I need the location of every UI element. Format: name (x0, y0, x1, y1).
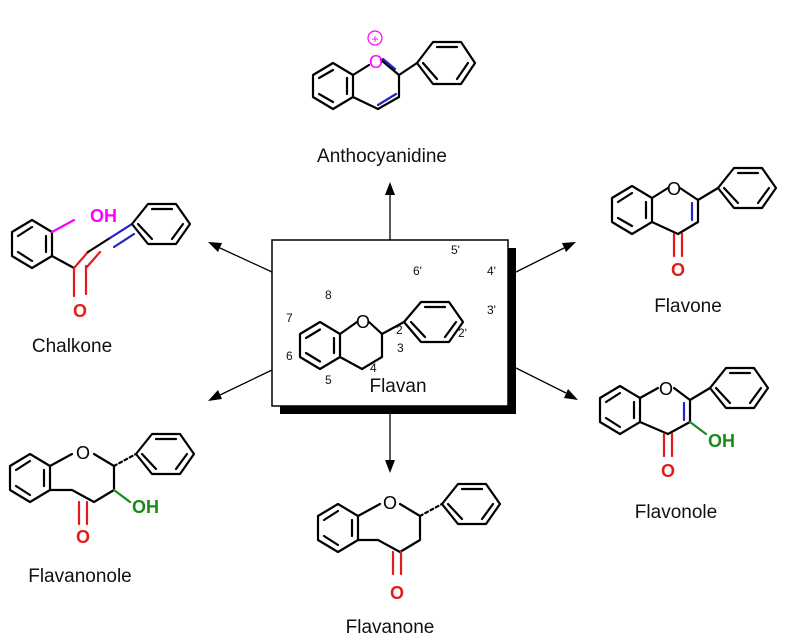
flavanone-carbonyl-oxygen: O (390, 583, 404, 603)
flavonole-structure: O OH O (598, 366, 770, 481)
arrow-to-chalkone (208, 242, 273, 273)
flavanone-structure: O O (316, 482, 502, 603)
flavonole-carbonyl-oxygen: O (661, 461, 675, 481)
anthocyanidine-label: Anthocyanidine (317, 146, 447, 167)
position-label: 8 (325, 288, 332, 302)
positive-charge: + (367, 30, 383, 46)
flavanonole-hydroxyl: OH (132, 497, 159, 517)
position-label: 2 (396, 323, 403, 337)
position-label: 4' (487, 264, 496, 278)
flavonole-hydroxyl: OH (708, 431, 735, 451)
flavanonole-label: Flavanonole (28, 566, 132, 587)
flavanonole-structure: O OH O (8, 432, 196, 547)
flavone-ring-oxygen: O (667, 179, 681, 199)
arrow-to-flavanonole (208, 369, 273, 401)
pyrylium-oxygen: O (369, 52, 383, 72)
chalkone-label: Chalkone (32, 336, 112, 357)
position-label: 3' (487, 303, 496, 317)
svg-text:+: + (371, 32, 378, 46)
arrow-to-flavonole (515, 367, 578, 400)
position-label: 3 (397, 341, 404, 355)
arrow-to-anthocyanidine (385, 182, 395, 240)
position-label: 2' (458, 326, 467, 340)
chalkone-carbonyl-oxygen: O (73, 301, 87, 321)
flavan-oxygen: O (356, 312, 370, 332)
flavonole-label: Flavonole (635, 502, 717, 523)
flavan-name: Flavan (369, 376, 426, 397)
position-label: 6' (413, 264, 422, 278)
flavone-label: Flavone (654, 296, 722, 317)
flavanonole-ring-oxygen: O (76, 443, 90, 463)
anthocyanidine-structure: O + (311, 30, 477, 111)
position-label: 6 (286, 349, 293, 363)
flavanone-label: Flavanone (346, 617, 435, 638)
arrows (208, 182, 578, 473)
position-label: 5' (451, 243, 460, 257)
flavan-box: O 8 7 6 5 4 3 2 2' 3' 4' 5' 6' Flavan (271, 239, 516, 414)
position-label: 4 (370, 361, 377, 375)
flavan-structure: O (298, 300, 465, 371)
arrow-to-flavone (515, 242, 576, 273)
flavone-structure: O O (610, 166, 778, 280)
flavanone-ring-oxygen: O (383, 493, 397, 513)
flavone-carbonyl-oxygen: O (671, 260, 685, 280)
position-label: 5 (325, 373, 332, 387)
arrow-to-flavanone (385, 414, 395, 473)
flavonole-ring-oxygen: O (659, 379, 673, 399)
chalkone-hydroxyl: OH (90, 206, 117, 226)
flavanonole-carbonyl-oxygen: O (76, 527, 90, 547)
chalkone-structure: OH O (10, 202, 192, 321)
position-label: 7 (286, 311, 293, 325)
